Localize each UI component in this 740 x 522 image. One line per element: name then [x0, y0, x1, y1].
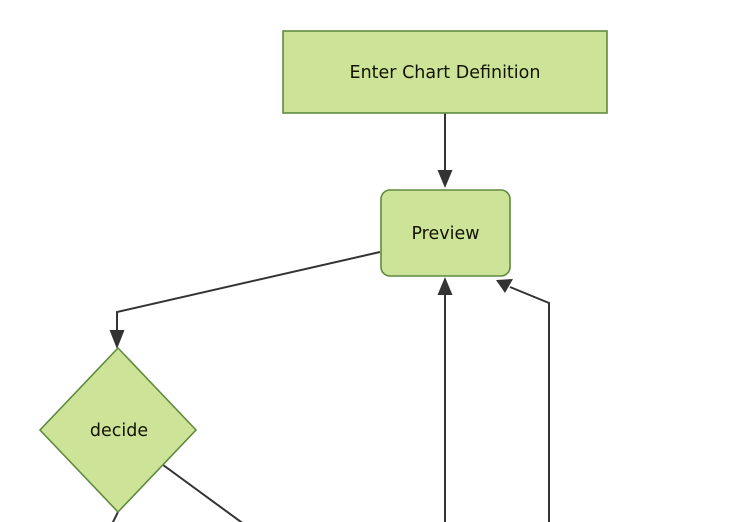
arrowhead-icon	[496, 279, 513, 293]
arrowhead-icon	[109, 330, 125, 349]
edge-line	[116, 251, 381, 332]
node-decide[interactable]: decide	[38, 346, 198, 514]
node-enter-chart-definition[interactable]: Enter Chart Definition	[282, 30, 608, 114]
edge-line	[158, 461, 243, 522]
node-label-enter-chart-definition: Enter Chart Definition	[350, 63, 541, 83]
edge-decide-right-branch	[158, 461, 243, 522]
edge-right-return-to-preview	[496, 279, 550, 522]
node-shape-rectangle[interactable]	[282, 30, 608, 114]
node-shape-diamond[interactable]	[38, 346, 198, 514]
node-label-preview: Preview	[411, 224, 479, 244]
edge-center-return-to-preview	[437, 277, 453, 522]
arrowhead-icon	[437, 170, 453, 188]
edge-preview-to-decide	[109, 251, 381, 349]
edge-line	[509, 286, 550, 522]
edge-line	[111, 511, 119, 522]
node-label-decide: decide	[90, 421, 148, 441]
node-preview[interactable]: Preview	[380, 189, 511, 277]
arrowhead-icon	[437, 277, 453, 295]
edge-decide-left-branch	[111, 511, 119, 522]
edge-enter-to-preview	[437, 113, 453, 188]
node-shape-rounded-rectangle[interactable]	[380, 189, 511, 277]
